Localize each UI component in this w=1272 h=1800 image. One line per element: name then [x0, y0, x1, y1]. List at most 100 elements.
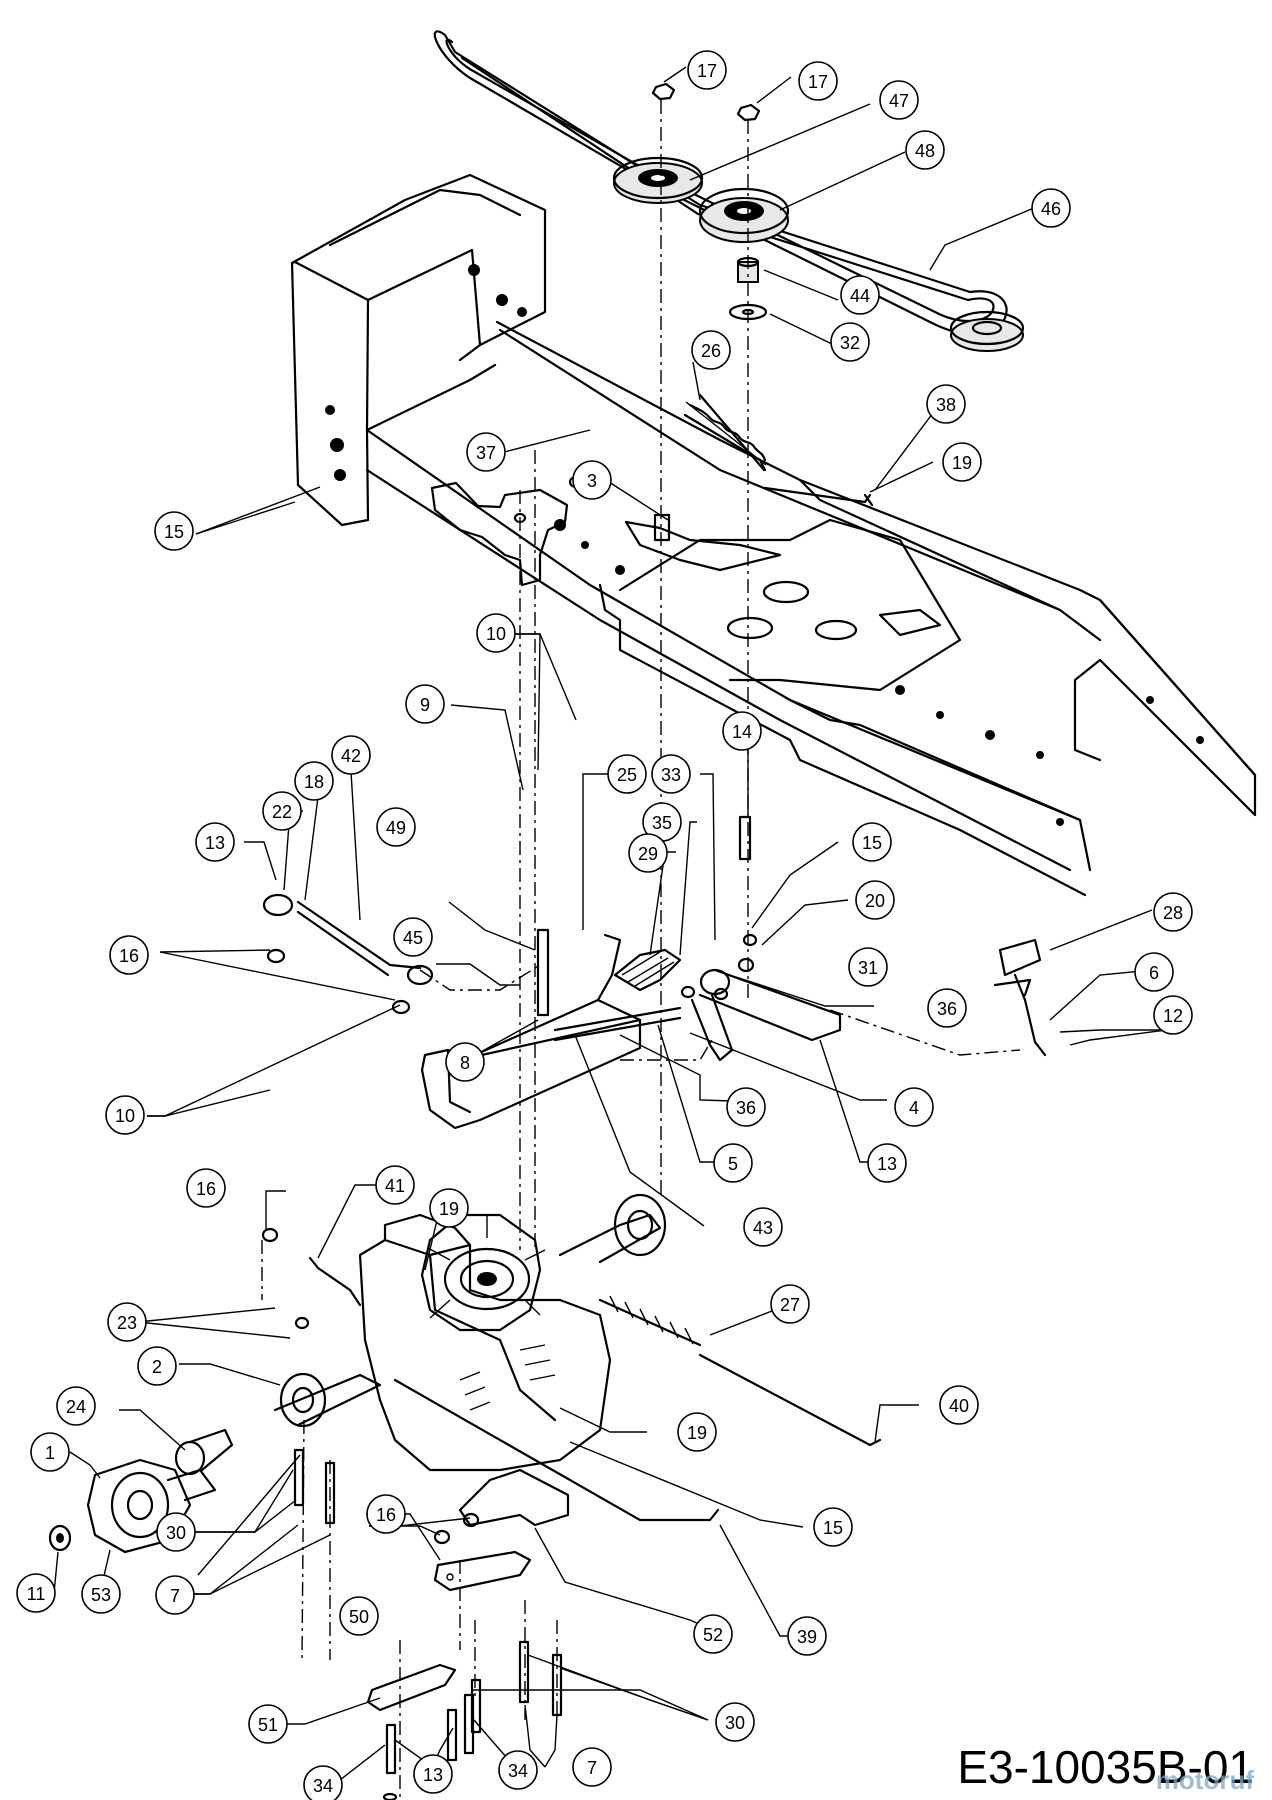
- bolt-8: [536, 928, 550, 1017]
- callout-circle: [155, 1575, 195, 1615]
- plate-51: [366, 1663, 457, 1712]
- callout-label: 34: [313, 1776, 333, 1796]
- callout-48: 48: [905, 130, 945, 170]
- callout-22: 22: [262, 791, 302, 831]
- callout-label: 47: [889, 91, 909, 111]
- callout-5: 5: [713, 1143, 753, 1183]
- callout-circle: [926, 384, 966, 424]
- callout-circle: [677, 1412, 717, 1452]
- callout-circle: [905, 130, 945, 170]
- callout-circle: [375, 1165, 415, 1205]
- callout-label: 31: [858, 958, 878, 978]
- washer-11: [48, 1524, 72, 1552]
- callout-label: 11: [27, 1584, 46, 1604]
- callout-25: 25: [607, 754, 647, 794]
- callout-15: 15: [813, 1507, 853, 1547]
- callout-19: 19: [942, 442, 982, 482]
- callout-label: 32: [840, 333, 860, 353]
- callout-label: 10: [486, 624, 506, 644]
- spring-29: [613, 948, 682, 992]
- callout-33: 33: [651, 754, 691, 794]
- callout-label: 36: [937, 999, 957, 1019]
- bracket-52: [458, 1468, 570, 1527]
- callout-label: 15: [823, 1518, 843, 1538]
- callout-2: 2: [137, 1346, 177, 1386]
- callout-circle: [848, 947, 888, 987]
- callout-40: 40: [939, 1385, 979, 1425]
- callout-label: 8: [460, 1053, 470, 1073]
- callout-23: 23: [107, 1302, 147, 1342]
- callout-32: 32: [830, 322, 870, 362]
- drawing-code-label: E3-10035B-01: [957, 1741, 1254, 1793]
- callout-label: 42: [341, 746, 361, 766]
- callout-circle: [691, 330, 731, 370]
- spacer-44: [736, 256, 760, 283]
- callout-label: 38: [936, 395, 956, 415]
- callout-circle: [376, 807, 416, 847]
- callout-label: 40: [949, 1396, 969, 1416]
- callout-label: 30: [166, 1523, 186, 1543]
- callout-circle: [879, 80, 919, 120]
- callout-circle: [445, 1042, 485, 1082]
- callout-circle: [137, 1346, 177, 1386]
- callout-17: 17: [687, 50, 727, 90]
- callout-circle: [722, 711, 762, 751]
- callout-circle: [840, 275, 880, 315]
- callout-circle: [476, 613, 516, 653]
- callout-circle: [154, 511, 194, 551]
- frame-assembly: [290, 173, 1257, 897]
- callout-circle: [429, 1188, 469, 1228]
- callout-16: 16: [186, 1168, 226, 1208]
- callout-label: 1: [45, 1443, 55, 1463]
- callout-circle: [30, 1432, 70, 1472]
- callout-label: 35: [652, 813, 672, 833]
- callout-label: 7: [587, 1758, 597, 1778]
- callout-10: 10: [105, 1095, 145, 1135]
- callout-30: 30: [715, 1702, 755, 1742]
- callout-circle: [331, 735, 371, 775]
- callout-45: 45: [393, 917, 433, 957]
- callout-circle: [1134, 952, 1174, 992]
- idler-pulley-48: [698, 187, 790, 243]
- callout-circle: [413, 1754, 453, 1794]
- callout-7: 7: [155, 1575, 195, 1615]
- callout-circle: [787, 1616, 827, 1656]
- callout-label: 48: [915, 141, 935, 161]
- callout-11: 11: [16, 1573, 56, 1613]
- callout-label: 17: [808, 72, 828, 92]
- callout-label: 33: [661, 765, 681, 785]
- callout-circle: [248, 1704, 288, 1744]
- callout-label: 13: [205, 833, 225, 853]
- callout-label: 17: [697, 61, 717, 81]
- callout-label: 52: [703, 1625, 723, 1645]
- callout-circle: [798, 61, 838, 101]
- callout-circle: [303, 1765, 343, 1800]
- callout-circle: [572, 460, 612, 500]
- callout-circle: [107, 1302, 147, 1342]
- callout-28: 28: [1153, 892, 1193, 932]
- callout-label: 37: [476, 443, 496, 463]
- callout-label: 19: [439, 1199, 459, 1219]
- spring-26: [685, 401, 767, 466]
- callout-circle: [726, 1087, 766, 1127]
- pedal-pad-28: [993, 938, 1047, 1057]
- callout-label: 36: [736, 1098, 756, 1118]
- callout-12: 12: [1153, 995, 1193, 1035]
- callout-label: 22: [272, 802, 292, 822]
- callout-44: 44: [840, 275, 880, 315]
- rod-41: [308, 1256, 362, 1307]
- callout-circle: [262, 791, 302, 831]
- nut-17-right: [736, 103, 761, 122]
- callout-30: 30: [156, 1512, 196, 1552]
- callout-circle: [81, 1574, 121, 1614]
- callout-label: 3: [587, 471, 597, 491]
- callout-label: 10: [115, 1106, 135, 1126]
- callout-53: 53: [81, 1574, 121, 1614]
- callout-39: 39: [787, 1616, 827, 1656]
- callout-circle: [607, 754, 647, 794]
- callout-3: 3: [572, 460, 612, 500]
- callout-circle: [855, 880, 895, 920]
- callout-circle: [830, 322, 870, 362]
- transaxle: [273, 1193, 702, 1472]
- callout-label: 15: [862, 833, 882, 853]
